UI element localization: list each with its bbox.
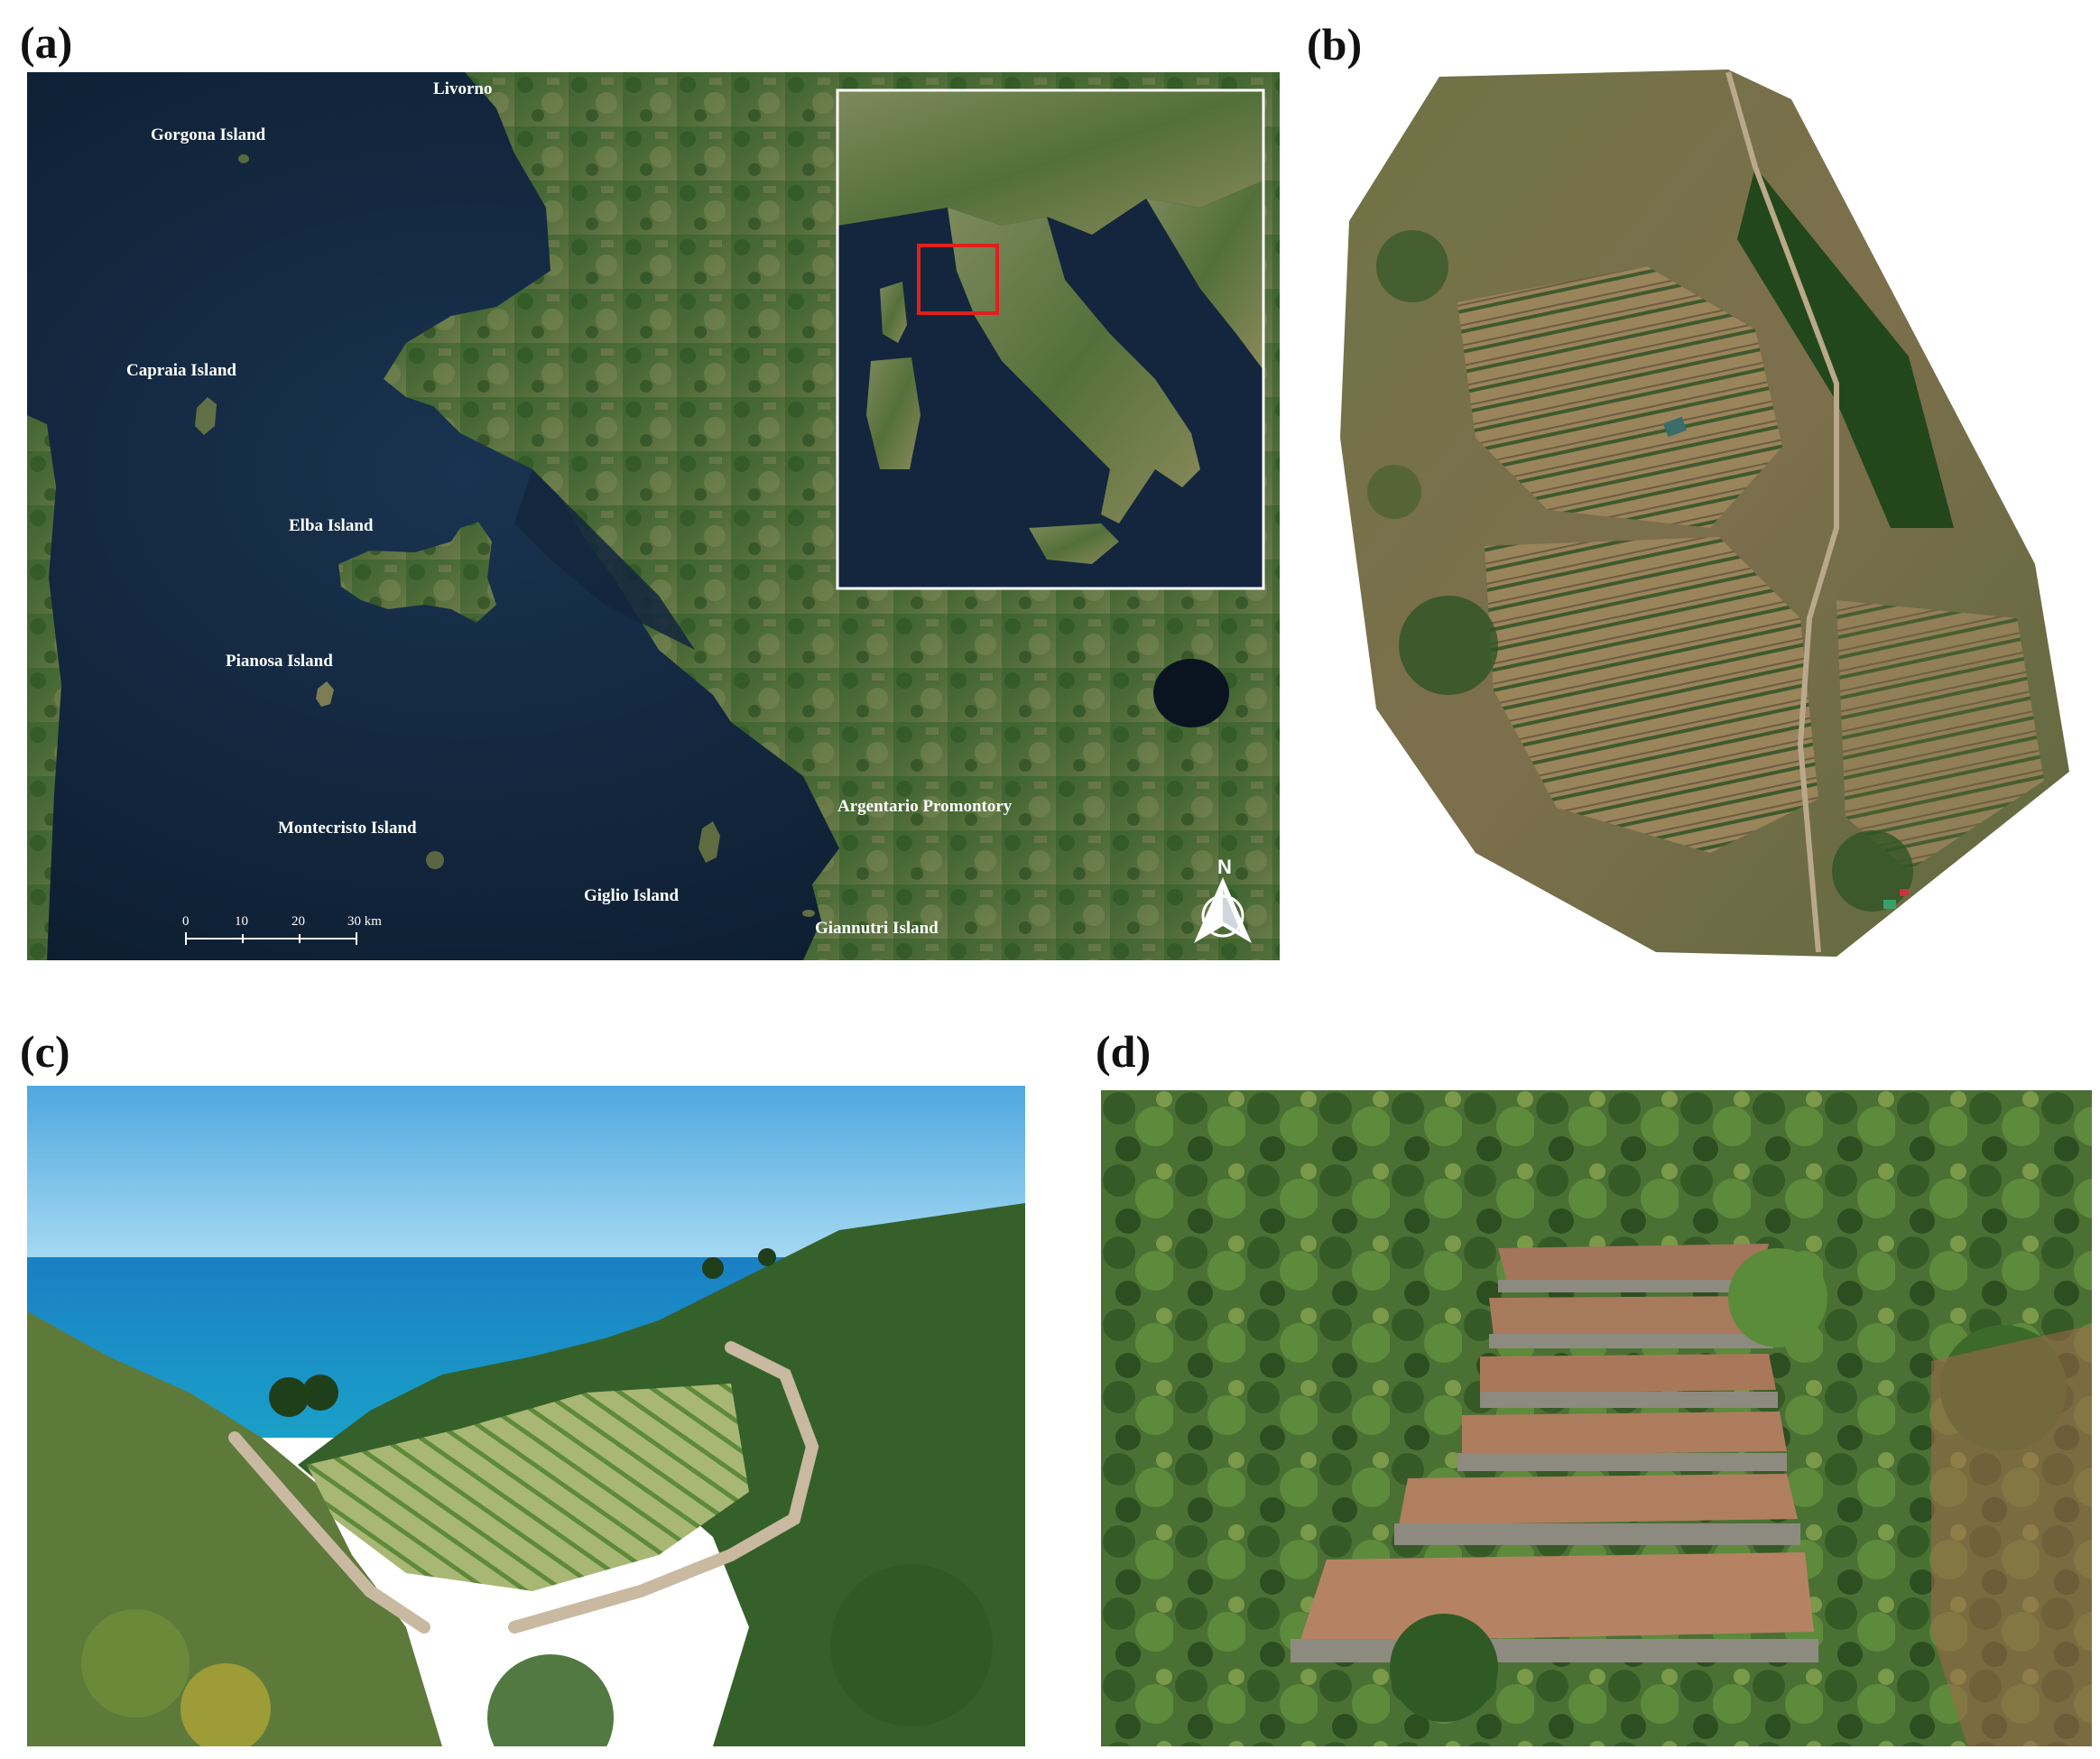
east-terraces [1836, 600, 2044, 871]
panel-a-satellite-map: Livorno Gorgona Island Capraia Island El… [27, 72, 1280, 960]
scale-tick-30: 30 km [347, 914, 382, 929]
footpath [1725, 71, 1839, 953]
landscape-svg [27, 1086, 1025, 1746]
orthophoto-svg [1340, 69, 2069, 957]
north-arrow-icon: N [1194, 856, 1252, 943]
argentario-promontory [821, 794, 871, 832]
panel-a-letter: (a) [20, 17, 73, 68]
capraia-island [195, 397, 217, 435]
lake [1153, 659, 1229, 727]
inset-frame [836, 88, 1265, 590]
inset-highlight-box [917, 244, 999, 315]
label-giglio: Giglio Island [584, 886, 679, 905]
scale-tick-0: 0 [182, 914, 190, 929]
giglio-island [698, 821, 720, 863]
north-label: N [1217, 856, 1232, 878]
panel-d-letter: (d) [1096, 1026, 1152, 1077]
stone-terraces [1291, 1244, 1818, 1662]
corsica-coast [27, 415, 61, 960]
label-elba: Elba Island [289, 516, 374, 535]
olive-tree [1728, 1248, 1827, 1347]
panel-d-terrace-photo [1101, 1090, 2092, 1746]
scale-tick-10: 10 [235, 914, 248, 929]
panel-c-letter: (c) [20, 1026, 70, 1077]
panel-b-orthophoto [1331, 59, 2080, 961]
scale-bar: 0 10 20 30 km [182, 914, 382, 945]
elba-island [338, 522, 496, 623]
label-gorgona: Gorgona Island [151, 125, 266, 144]
gorgona-island [238, 154, 249, 163]
scale-tick-20: 20 [291, 914, 305, 929]
label-argentario: Argentario Promontory [837, 797, 1013, 816]
montecristo-island [426, 851, 444, 869]
giannutri-island [802, 910, 815, 917]
pianosa-island [316, 681, 334, 707]
panel-c-landscape-photo [27, 1086, 1025, 1746]
panel-b-letter: (b) [1307, 19, 1363, 69]
label-giannutri: Giannutri Island [815, 919, 939, 938]
label-pianosa: Pianosa Island [226, 652, 333, 671]
lower-terraces [1485, 537, 1818, 853]
gulf-sea [514, 469, 695, 650]
upper-terraces [1457, 266, 1782, 528]
label-livorno: Livorno [433, 79, 492, 98]
inset-italy-map [836, 88, 1265, 590]
road [228, 1341, 819, 1634]
vineyard [307, 1384, 749, 1591]
label-capraia: Capraia Island [126, 361, 236, 380]
terrace-svg [1101, 1090, 2092, 1746]
satellite-map-svg: Livorno Gorgona Island Capraia Island El… [27, 72, 1280, 960]
label-montecristo: Montecristo Island [278, 819, 417, 838]
